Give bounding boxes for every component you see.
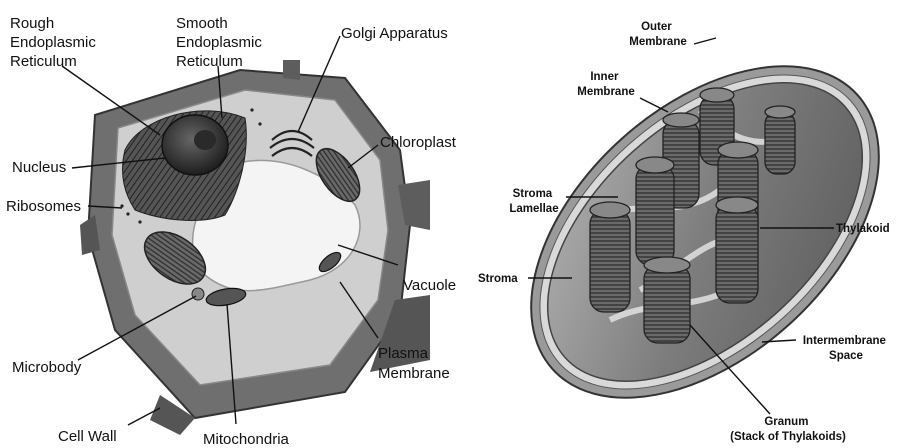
microbody-shape	[192, 288, 204, 300]
label-nucleus: Nucleus	[12, 159, 66, 176]
nucleus-shape	[162, 115, 228, 175]
label-granum: Granum (Stack of Thylakoids)	[730, 416, 846, 443]
cell-wall-extension	[283, 60, 300, 80]
label-golgi-apparatus: Golgi Apparatus	[341, 25, 448, 42]
label-stroma: Stroma	[478, 273, 518, 285]
label-vacuole: Vacuole	[403, 277, 456, 294]
plant-cell-diagram: Rough Endoplasmic Reticulum Smooth Endop…	[6, 15, 457, 448]
label-chloroplast: Chloroplast	[380, 134, 457, 151]
label-ribosomes: Ribosomes	[6, 198, 81, 215]
label-mitochondria: Mitochondria	[203, 431, 290, 448]
chloroplast-diagram: Outer Membrane Inner Membrane Stroma Lam…	[469, 2, 913, 448]
nucleolus-shape	[194, 130, 216, 150]
label-stroma-lamellae: Stroma Lamellae	[509, 188, 558, 215]
label-rough-er: Rough Endoplasmic Reticulum	[10, 15, 100, 70]
label-thylakoid: Thylakoid	[836, 223, 890, 235]
label-microbody: Microbody	[12, 359, 82, 376]
label-cell-wall: Cell Wall	[58, 428, 117, 445]
label-outer-membrane: Outer Membrane	[629, 21, 687, 48]
label-intermembrane-space: Intermembrane Space	[803, 335, 889, 362]
label-inner-membrane: Inner Membrane	[577, 71, 635, 98]
label-smooth-er: Smooth Endoplasmic Reticulum	[176, 15, 266, 70]
